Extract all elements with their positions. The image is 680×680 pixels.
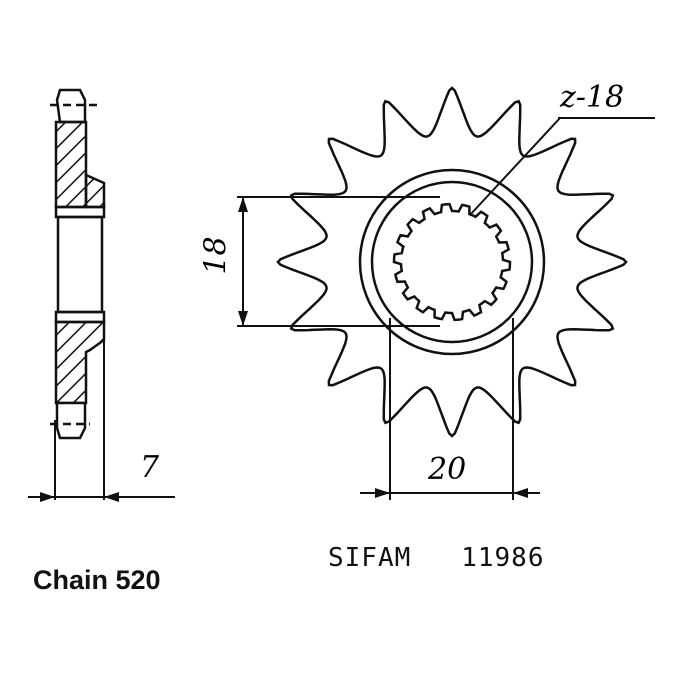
dimension-lines (237, 117, 655, 500)
front-view (276, 86, 628, 438)
width-dimension-label: 7 (140, 450, 160, 485)
chain-size: Chain 520 (33, 565, 161, 595)
hub-inner-circle (370, 180, 534, 344)
spline-dimension-label: 20 (428, 452, 467, 487)
side-view (28, 88, 175, 502)
hub-outer-circle (358, 168, 546, 356)
spline-bore (392, 202, 512, 322)
part-code: SIFAM 11986 (328, 543, 545, 573)
bore-dimension-label: 18 (198, 236, 234, 275)
tooth-count-label: z-18 (560, 80, 625, 115)
sprocket-teeth-outline (276, 86, 628, 438)
